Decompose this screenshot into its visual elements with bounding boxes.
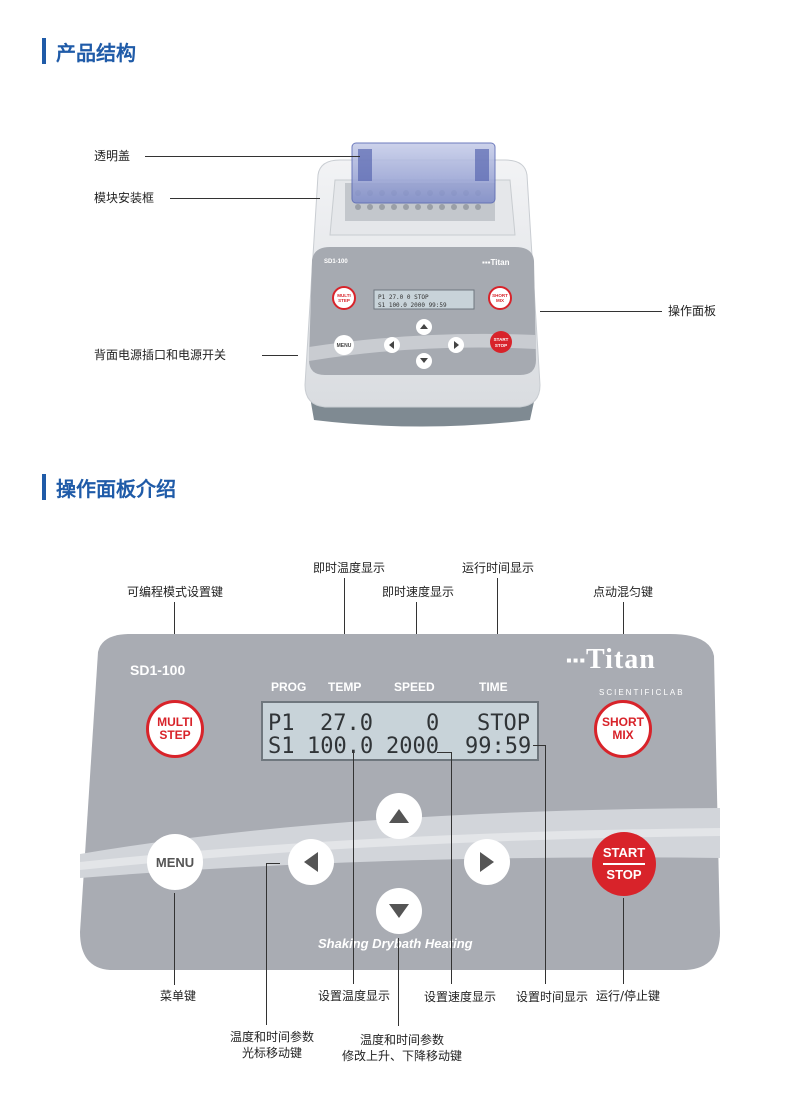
label-line: 温度和时间参数	[359, 1033, 444, 1047]
label-start-stop-key: 运行/停止键	[596, 989, 661, 1003]
right-arrow-button[interactable]	[464, 839, 510, 885]
leader-line	[416, 602, 417, 650]
label-cursor-keys: 温度和时间参数 光标移动键	[222, 1029, 322, 1061]
start-stop-button[interactable]: START STOP	[592, 832, 656, 896]
triangle-up-icon	[389, 809, 409, 823]
device-subtitle: Shaking Drybath Heating	[318, 936, 473, 951]
lcd-time-set: 99:59	[465, 734, 532, 759]
svg-text:STEP: STEP	[338, 298, 350, 303]
section-title-text: 操作面板介绍	[56, 476, 176, 501]
label-current-temp: 即时温度显示	[313, 561, 386, 575]
header-prog: PROG	[271, 680, 307, 694]
label-current-speed: 即时速度显示	[382, 585, 455, 599]
device-illustration: SD1-100 ▪▪▪Titan P1 27.0 0 STOP S1 100.0…	[304, 142, 541, 427]
lcd-prog-value: P1	[268, 711, 295, 736]
down-arrow-button[interactable]	[376, 888, 422, 934]
label-line: 修改上升、下降移动键	[341, 1049, 462, 1063]
svg-text:P1 27.0 0 STOP: P1 27.0 0 STOP	[378, 294, 429, 301]
svg-text:S1 100.0 2000 99:59: S1 100.0 2000 99:59	[378, 302, 447, 309]
label-set-temp: 设置温度显示	[318, 989, 391, 1003]
label-set-time: 设置时间显示	[516, 990, 589, 1004]
lcd-speed-set: 2000	[386, 734, 439, 759]
lcd-step-value: S1	[268, 734, 295, 759]
lcd-temp-set: 100.0	[307, 734, 374, 759]
section-title-panel: 操作面板介绍	[42, 474, 176, 501]
leader-line	[437, 752, 452, 753]
menu-button[interactable]: MENU	[147, 834, 203, 890]
leader-line	[266, 863, 267, 1025]
leader-line	[145, 156, 360, 157]
label-short-mix-key: 点动混匀键	[593, 585, 654, 599]
label-module-frame: 模块安装框	[94, 191, 155, 205]
label-updown-keys: 温度和时间参数 修改上升、下降移动键	[332, 1032, 472, 1064]
brand-logo: ▪▪▪Titan	[566, 644, 656, 675]
leader-line	[545, 745, 546, 984]
lcd-time-current: STOP	[477, 711, 530, 736]
button-label: STOP	[606, 867, 642, 882]
button-label: MENU	[155, 854, 195, 870]
svg-text:MENU: MENU	[337, 343, 352, 349]
leader-line	[170, 198, 320, 199]
title-accent-bar	[42, 38, 46, 64]
header-temp: TEMP	[328, 680, 362, 694]
label-prog-key: 可编程模式设置键	[127, 585, 224, 599]
leader-line	[266, 863, 280, 864]
label-menu-key: 菜单键	[160, 989, 197, 1003]
label-set-speed: 设置速度显示	[424, 990, 497, 1004]
leader-line	[540, 311, 662, 312]
label-running-time: 运行时间显示	[462, 561, 535, 575]
triangle-down-icon	[389, 904, 409, 918]
short-mix-button[interactable]: SHORT MIX	[594, 700, 652, 758]
button-label: MIX	[612, 728, 634, 742]
button-label: STEP	[159, 728, 191, 742]
leader-line	[623, 898, 624, 984]
label-control-panel: 操作面板	[668, 304, 717, 318]
up-arrow-button[interactable]	[376, 793, 422, 839]
lcd-temp-current: 27.0	[320, 711, 373, 736]
button-label: MULTI	[157, 715, 193, 729]
svg-text:START: START	[494, 337, 509, 342]
label-line: 光标移动键	[241, 1046, 302, 1060]
label-line: 温度和时间参数	[229, 1030, 314, 1044]
svg-text:MIX: MIX	[496, 298, 504, 303]
leader-line	[262, 355, 298, 356]
leader-line	[344, 578, 345, 648]
section-title-text: 产品结构	[56, 40, 136, 65]
label-lid: 透明盖	[94, 149, 131, 163]
multi-step-button[interactable]: MULTI STEP	[146, 700, 204, 758]
button-label: START	[602, 845, 646, 865]
leader-line	[353, 752, 354, 984]
svg-text:SD1-100: SD1-100	[324, 259, 348, 265]
svg-text:SHORT: SHORT	[492, 293, 508, 298]
model-name: SD1-100	[130, 662, 186, 678]
label-rear-power: 背面电源插口和电源开关	[94, 348, 227, 362]
svg-text:STOP: STOP	[495, 343, 507, 348]
section-title-structure: 产品结构	[42, 38, 136, 65]
left-arrow-button[interactable]	[288, 839, 334, 885]
leader-line	[398, 938, 399, 1026]
button-label: SHORT	[602, 715, 644, 729]
svg-text:MULTI: MULTI	[337, 293, 350, 298]
leader-line	[497, 578, 498, 666]
leader-line	[174, 893, 175, 985]
header-time: TIME	[479, 680, 508, 694]
title-accent-bar	[42, 474, 46, 500]
svg-text:▪▪▪Titan: ▪▪▪Titan	[482, 258, 510, 267]
brand-subtitle: SCIENTIFICLAB	[599, 688, 685, 697]
leader-line	[533, 745, 546, 746]
triangle-left-icon	[304, 852, 318, 872]
lcd-speed-current: 0	[426, 711, 440, 736]
header-speed: SPEED	[394, 680, 435, 694]
leader-line	[451, 752, 452, 984]
triangle-right-icon	[480, 852, 494, 872]
